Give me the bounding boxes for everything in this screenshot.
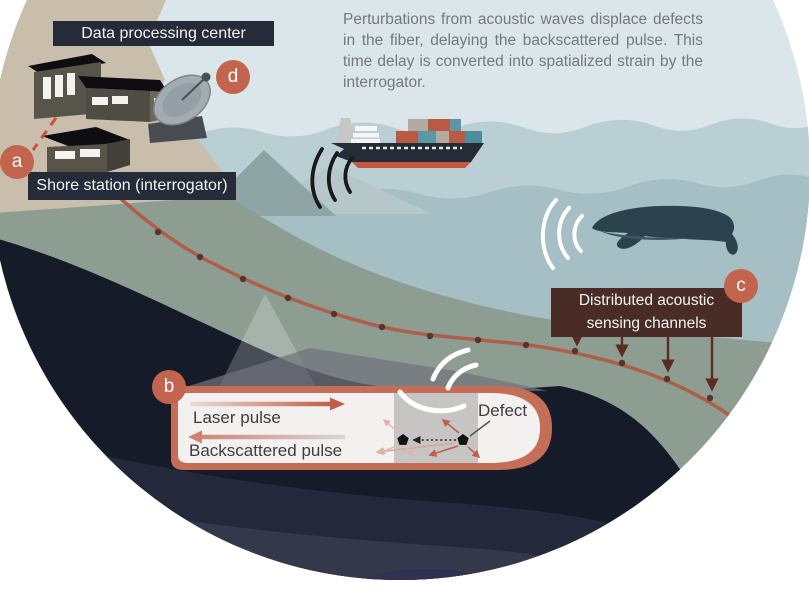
- label-laser-pulse: Laser pulse: [193, 408, 281, 427]
- ship-sound-waves: [310, 147, 354, 209]
- marker-a: a: [0, 145, 34, 179]
- fiber-cable: [84, 163, 754, 434]
- inset-incoming-waves: [430, 347, 479, 391]
- marker-b: b: [152, 370, 186, 404]
- label-defect: Defect: [478, 401, 528, 420]
- whale-sound-waves: [540, 198, 584, 270]
- cargo-ship: [331, 118, 484, 168]
- label-backscattered-pulse: Backscattered pulse: [189, 441, 343, 460]
- label-shore-station: Shore station (interrogator): [28, 172, 236, 200]
- scatter-arrows-faint: [377, 419, 413, 458]
- inset-wave-inside: [397, 389, 467, 414]
- data-center-buildings: [28, 54, 168, 122]
- marker-d: d: [216, 60, 250, 94]
- defect-dot-right: [457, 434, 469, 445]
- marker-c: c: [724, 269, 758, 303]
- das-channel-arrows: [570, 333, 719, 392]
- defect-dot-left: [397, 434, 409, 445]
- data-uplink-dashed-line: [31, 117, 58, 151]
- annotation-paragraph: Perturbations from acoustic waves displa…: [343, 11, 703, 91]
- label-das-channels: Distributed acoustic sensing channels: [551, 288, 742, 337]
- label-data-processing-center: Data processing center: [53, 21, 274, 46]
- satellite-dish: [148, 72, 211, 143]
- scatter-arrows-strong: [375, 418, 481, 459]
- fiber-inset: [171, 386, 552, 470]
- defect-pointer-line: [469, 420, 491, 437]
- shore-station-building: [42, 127, 130, 175]
- whale: [592, 205, 738, 255]
